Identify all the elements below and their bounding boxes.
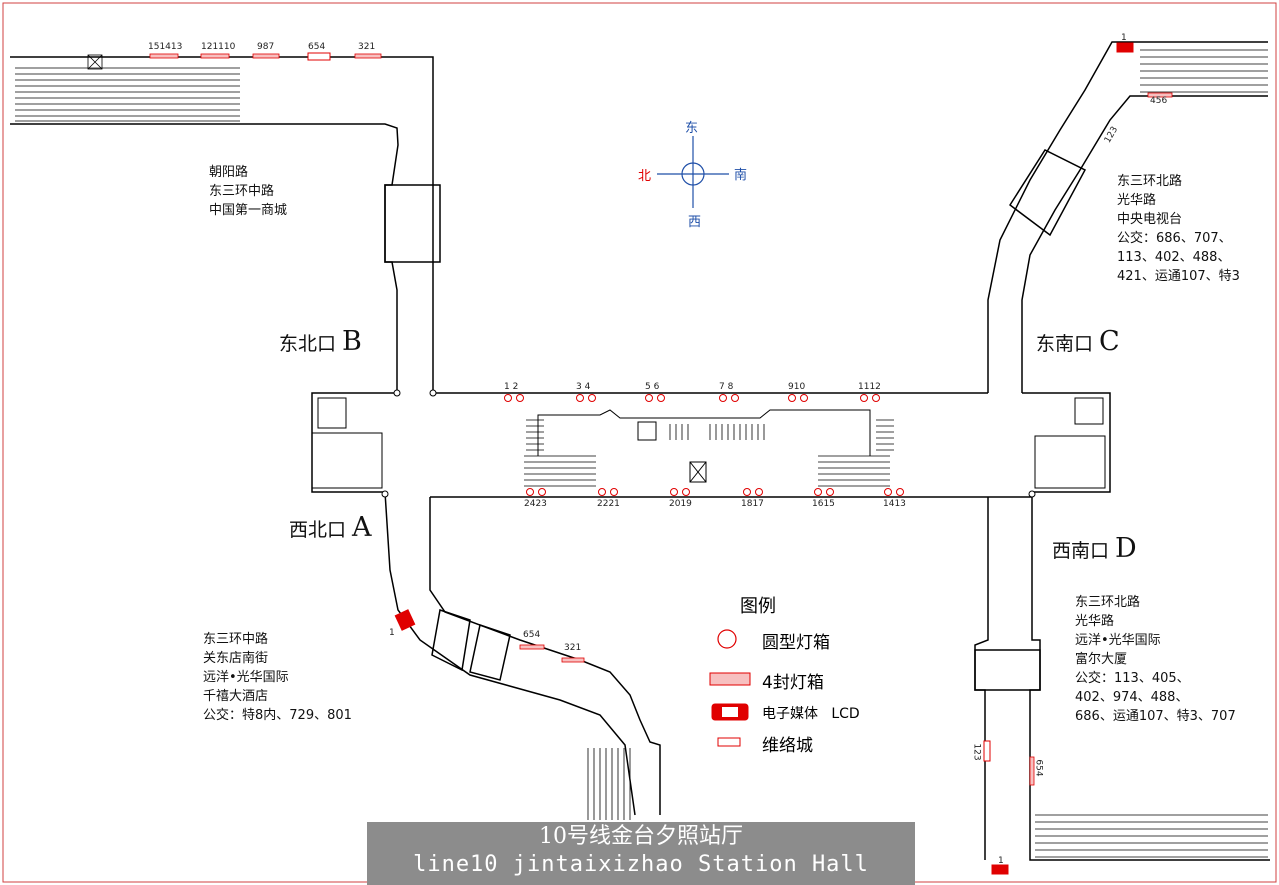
escalator-c <box>1140 49 1268 93</box>
area-b-info: 朝阳路东三环中路中国第一商城 <box>209 165 288 218</box>
a-gate-1 <box>431 609 471 672</box>
num-hall-bottom-3: 2019 <box>669 499 692 509</box>
num-top-4: 654 <box>308 42 326 52</box>
num-hall-bottom-4: 1817 <box>741 499 764 509</box>
num-top-3: 987 <box>257 42 275 52</box>
c-corridor-west-wall <box>987 41 1268 393</box>
compass-south: 南 <box>734 168 748 183</box>
legend-emedia-inner <box>722 707 738 717</box>
escalator-d <box>1035 814 1268 858</box>
compass-east: 东 <box>685 121 699 136</box>
caption-en: line10 jintaixizhao Station Hall <box>413 852 869 877</box>
num-d-1: 123 <box>971 743 982 761</box>
num-hall-bottom-6: 1413 <box>883 499 906 509</box>
hall-stair-west <box>524 455 596 487</box>
service-rooms <box>311 397 1106 489</box>
a-gate-2 <box>469 624 511 681</box>
c-gate <box>1008 149 1087 237</box>
num-hall-top-3: 5 6 <box>645 382 660 392</box>
weiluo-markers <box>307 52 991 762</box>
d-corridor-block <box>974 649 1041 691</box>
a-corridor-west-wall <box>384 491 636 816</box>
compass-west: 西 <box>688 215 702 230</box>
b-elevator-box <box>87 54 103 70</box>
num-c-1: 1 <box>1121 33 1127 43</box>
ticket-booth <box>637 421 657 441</box>
compass-rose <box>657 136 729 208</box>
area-c-info: 东三环北路光华路中央电视台 公交：686、707、113、402、488、421… <box>1117 174 1240 284</box>
c-corridor-east-wall <box>1021 95 1268 393</box>
num-hall-top-2: 3 4 <box>576 382 591 392</box>
escalators <box>15 49 1268 858</box>
legend-weiluo-label: 维络城 <box>762 736 813 756</box>
corner-markers <box>381 389 1036 498</box>
legend-round-icon <box>717 629 737 649</box>
round-lightboxes <box>504 394 904 496</box>
paid-area-outline <box>537 409 871 456</box>
hall-elevator <box>689 461 707 483</box>
num-top-1: 151413 <box>148 42 183 52</box>
num-top-5: 321 <box>358 42 376 52</box>
e-media-markers <box>394 42 1134 875</box>
area-d-info: 东三环北路光华路远洋•光华国际 富尔大厦公交：113、405、402、974、4… <box>1075 595 1236 724</box>
legend-four-seal-icon <box>709 672 751 686</box>
caption-cn: 10号线金台夕照站厅 <box>539 824 743 849</box>
escalator-b <box>15 67 240 122</box>
legend-title: 图例 <box>740 596 776 617</box>
legend-four-seal-label: 4封灯箱 <box>762 673 824 693</box>
east-chamber <box>1022 392 1111 493</box>
num-a-2: 321 <box>564 643 582 653</box>
legend-round-label: 圆型灯箱 <box>762 633 830 653</box>
num-a-1: 654 <box>523 630 541 640</box>
caption-banner: 10号线金台夕照站厅 line10 jintaixizhao Station H… <box>367 822 915 885</box>
b-corridor-east-wall <box>10 56 434 393</box>
num-hall-top-6: 1112 <box>858 382 881 392</box>
west-chamber <box>311 392 397 493</box>
num-hall-top-4: 7 8 <box>719 382 734 392</box>
legend-symbols <box>709 629 751 747</box>
corridor-outlines <box>10 41 1270 861</box>
num-hall-bottom-5: 1615 <box>812 499 835 509</box>
num-d-2: 654 <box>1033 759 1044 777</box>
legend-weiluo-icon <box>717 737 741 747</box>
a-corridor-east-wall <box>429 497 661 815</box>
hall-steps-east <box>876 419 894 451</box>
escalator-a <box>587 748 631 820</box>
num-top-2: 121110 <box>201 42 236 52</box>
num-c-2: 456 <box>1150 96 1168 106</box>
num-hall-bottom-1: 2423 <box>524 499 547 509</box>
num-hall-top-5: 910 <box>788 382 806 392</box>
hall-gates <box>669 424 765 440</box>
num-hall-top-1: 1 2 <box>504 382 519 392</box>
area-a-info: 东三环中路关东店南街远洋•光华国际 千禧大酒店公交：特8内、729、801 <box>203 632 352 723</box>
num-hall-bottom-2: 2221 <box>597 499 620 509</box>
four-seal-lightboxes <box>149 53 1173 786</box>
hall-steps-west <box>526 419 544 451</box>
hall-stair-east <box>818 455 890 487</box>
num-d-3: 1 <box>998 856 1004 866</box>
compass-north: 北 <box>638 169 652 184</box>
legend-emedia-label: 电子媒体 LCD <box>762 706 860 722</box>
num-a-3: 1 <box>389 628 395 638</box>
b-corridor-narrowing <box>384 184 441 263</box>
d-corridor-west-wall <box>974 497 989 860</box>
